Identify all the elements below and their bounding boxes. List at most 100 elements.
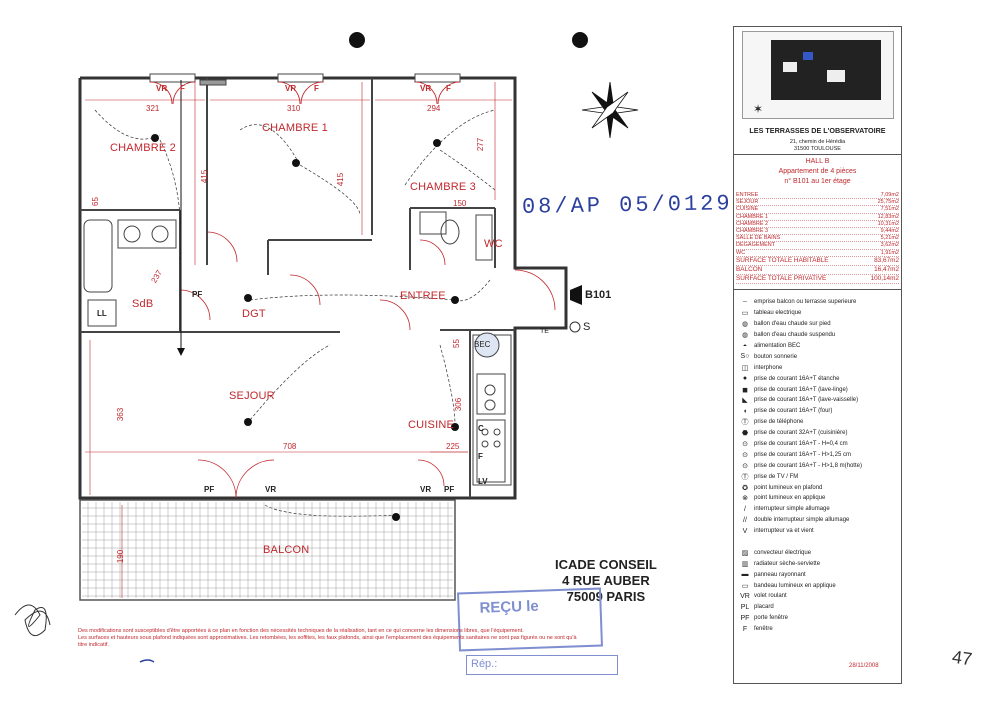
legend-row: ⬣prise de courant 32A+T (cuisinière)	[736, 428, 899, 439]
area-value: 5,21m2	[880, 235, 899, 242]
switch-double-icon: //	[743, 516, 747, 524]
label-pf: PF	[192, 290, 203, 299]
legend-row: ▥radiateur sèche-serviette	[736, 558, 899, 569]
area-name: CHAMBRE 2	[736, 220, 769, 227]
area-value: 7,51m2	[880, 206, 899, 213]
area-value: 9,44m2	[880, 228, 899, 235]
dim-294: 294	[427, 104, 441, 113]
dim-321: 321	[146, 104, 160, 113]
radiant-panel-icon: ▬	[741, 571, 749, 579]
hall-label: HALL B	[805, 158, 830, 165]
legend-text: interrupteur va et vient	[754, 528, 814, 535]
legend-row: ⊙prise de courant 16A+T - H>1,25 cm	[736, 449, 899, 460]
kitchen-fixtures	[472, 332, 512, 486]
legend-row: ◍ballon d'eau chaude sur pied	[736, 319, 899, 330]
label-f: F	[314, 84, 319, 93]
dotted-line-icon: ┈	[742, 299, 748, 307]
site-plan-thumbnail: ✶	[742, 31, 894, 119]
legend-text: fenêtre	[754, 626, 773, 633]
room-label-entree: ENTREE	[400, 290, 446, 302]
legend-text: point lumineux en applique	[754, 495, 826, 502]
room-label-dgt: DGT	[242, 308, 266, 320]
label-vr: VR	[265, 485, 277, 494]
area-name: SEJOUR	[736, 199, 759, 206]
legend-row: S○bouton sonnerie	[736, 351, 899, 362]
socket-sealed-icon: ●	[742, 375, 748, 383]
icade-name: ICADE CONSEIL	[555, 557, 657, 572]
floor-plan	[14, 32, 639, 663]
balcony	[79, 499, 456, 601]
legend-row: VR volet roulant	[736, 591, 899, 602]
received-stamp-text: REÇU le	[479, 597, 540, 617]
symbol-legend: ┈emprise balcon ou terrasse superieure▭t…	[736, 297, 899, 635]
legend-row: ⊗point lumineux en applique	[736, 493, 899, 504]
legend-text: bandeau lumineux en applique	[754, 582, 836, 589]
dim-306: 306	[454, 397, 464, 412]
pf-icon: PF	[740, 614, 750, 622]
dim-277: 277	[476, 137, 486, 152]
socket-mid-icon: ⊙	[742, 451, 748, 459]
legend-row: ┈emprise balcon ou terrasse superieure	[736, 297, 899, 308]
socket-washer-icon: ◼	[742, 386, 748, 394]
legend-text: prise de courant 16A+T - H>1,8 m(hotte)	[754, 462, 862, 469]
boiler-wall-icon: ◍	[741, 332, 749, 340]
legend-text: point lumineux en plafond	[754, 484, 823, 491]
entry-marker-icon	[570, 285, 582, 305]
label-pf: PF	[204, 485, 215, 494]
ceiling-light-icons	[151, 134, 459, 521]
legend-row: ▭bandeau lumineux en applique	[736, 580, 899, 591]
project-address-1: 21, chemin de Hérédia	[789, 139, 846, 145]
room-label-balcon: BALCON	[263, 544, 310, 556]
room-label-wc: WC	[484, 238, 503, 250]
label-f: F	[180, 84, 185, 93]
icade-city: 75009 PARIS	[566, 589, 646, 604]
vr-icon: VR	[740, 592, 750, 600]
label-c: C	[478, 424, 484, 433]
icade-street: 4 RUE AUBER	[562, 573, 650, 588]
legend-row: ⊙prise de courant 16A+T - H>1,8 m(hotte)	[736, 460, 899, 471]
area-total-value: 16,47m2	[874, 265, 899, 273]
signature-scribble	[14, 604, 51, 637]
legend-row: ◣prise de courant 16A+T (lave-vaisselle)	[736, 395, 899, 406]
bathroom-fixtures	[83, 211, 493, 327]
apartment-floor: n° B101 au 1er étage	[784, 178, 851, 185]
bec-supply-icon: ◓	[742, 342, 748, 350]
inner-walls	[80, 78, 515, 498]
area-value: 7,09m2	[880, 192, 899, 198]
ceiling-light-icon: ✪	[742, 484, 748, 492]
compass-icon	[581, 81, 639, 139]
legend-text: panneau rayonnant	[754, 571, 806, 578]
socket-cooker-icon: ⬣	[741, 430, 749, 438]
label-vr: VR	[420, 485, 432, 494]
north-arrow-icon: ✶	[753, 102, 764, 116]
socket-low-icon: ⊙	[742, 441, 748, 449]
dimension-lines	[85, 82, 512, 598]
area-value: 12,83m2	[877, 213, 899, 220]
binder-hole-right	[572, 32, 588, 48]
convector-icon: ▨	[741, 549, 749, 557]
area-value: 3,62m2	[880, 242, 899, 249]
legend-text: ballon d'eau chaude suspendu	[754, 332, 836, 339]
door-arcs	[149, 81, 556, 499]
doorbell-label: S	[583, 321, 591, 333]
area-name: SALLE DE BAINS	[736, 235, 781, 242]
pl-icon: PL	[740, 603, 750, 611]
room-label-cuisine: CUISINE	[408, 419, 455, 431]
legend-row: ◖prise de courant 16A+T (four)	[736, 406, 899, 417]
legend-row: ▬ panneau rayonnant	[736, 569, 899, 580]
legend-text: volet roulant	[754, 593, 787, 600]
legend-text: prise de TV / FM	[754, 473, 799, 480]
